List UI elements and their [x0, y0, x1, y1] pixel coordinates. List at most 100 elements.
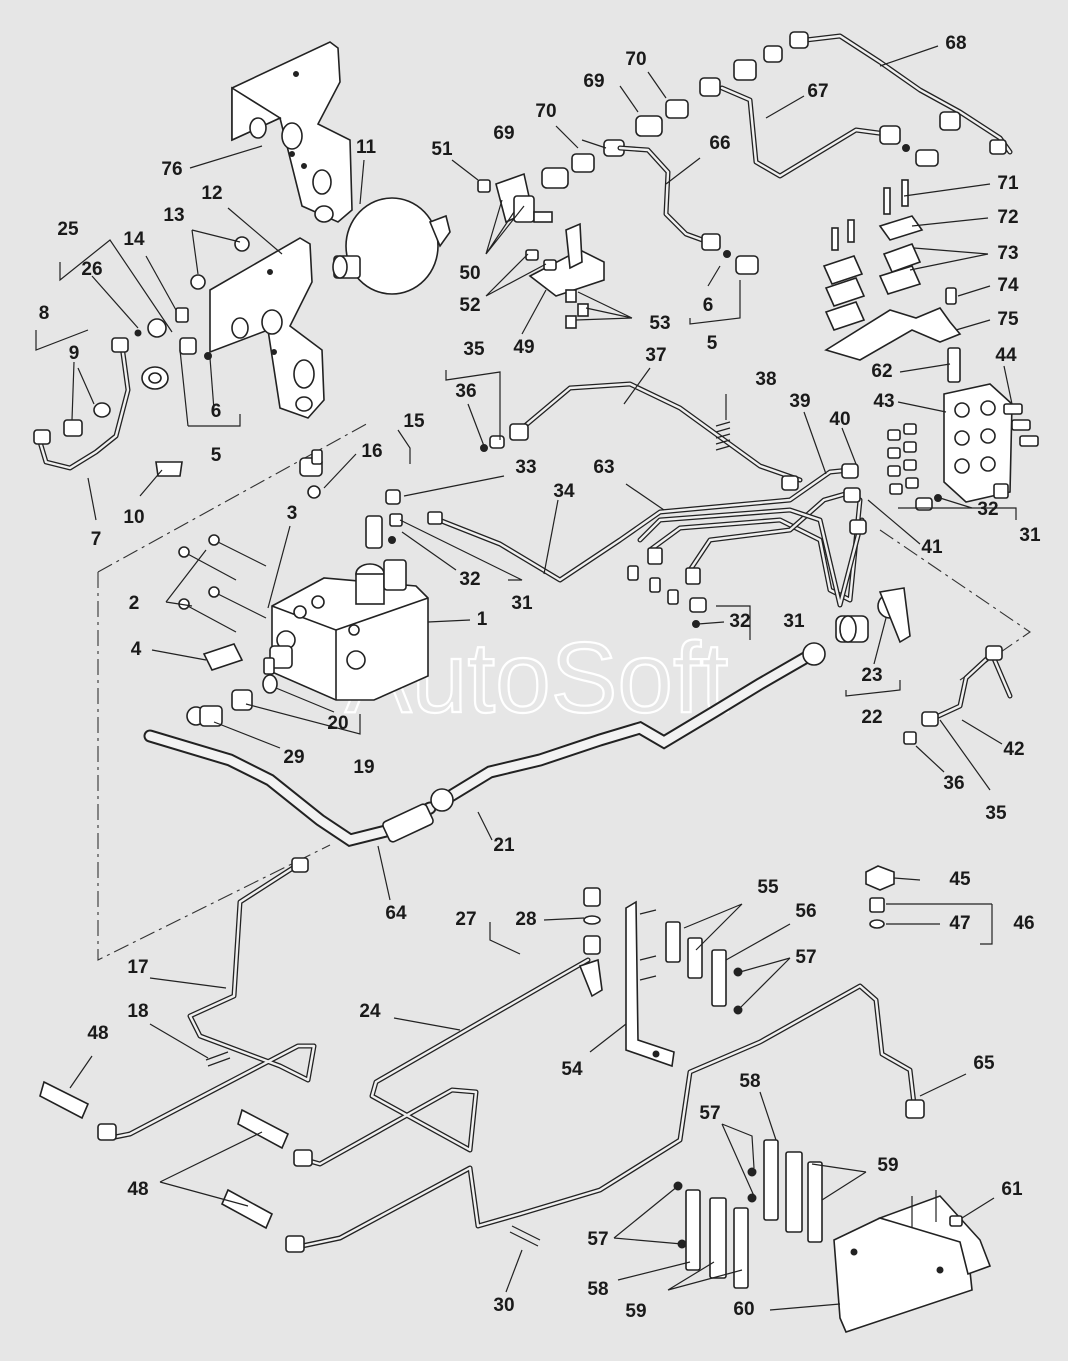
parts-drawing [33, 31, 1039, 1333]
bracket-76 [231, 41, 353, 223]
label-39: 39 [789, 391, 810, 412]
pipe-21 [430, 642, 826, 812]
label-43: 43 [873, 391, 894, 412]
label-31a: 31 [511, 593, 533, 614]
label-42: 42 [1003, 739, 1024, 760]
label-65: 65 [973, 1053, 995, 1074]
label-48b: 48 [127, 1179, 148, 1200]
pipe-bundle-34-63 [427, 463, 867, 628]
fittings-27-28 [583, 887, 601, 955]
label-70a: 70 [535, 101, 556, 122]
callout-labels: 1 2 3 4 5 5 6 6 7 8 9 10 11 12 13 14 15 … [39, 33, 1041, 1322]
fittings-66-70 [541, 99, 759, 275]
clips-55-57 [665, 921, 743, 1015]
label-63: 63 [593, 457, 614, 478]
bracket-group-71-75 [822, 179, 962, 383]
label-73: 73 [997, 243, 1018, 264]
label-40: 40 [829, 409, 850, 430]
label-62: 62 [871, 361, 892, 382]
label-75: 75 [997, 309, 1019, 330]
label-72: 72 [997, 207, 1018, 228]
label-1: 1 [477, 609, 488, 630]
label-13: 13 [163, 205, 184, 226]
label-35a: 35 [463, 339, 485, 360]
label-56: 56 [795, 901, 816, 922]
label-49: 49 [513, 337, 534, 358]
springs-18-30 [205, 1051, 541, 1247]
clamp-group-49-53 [477, 172, 605, 329]
label-17: 17 [127, 957, 148, 978]
label-76: 76 [161, 159, 182, 180]
bolts-2-3 [178, 534, 267, 633]
sensor-4 [202, 643, 244, 671]
label-41: 41 [921, 537, 943, 558]
label-24: 24 [359, 1001, 381, 1022]
label-55: 55 [757, 877, 779, 898]
label-34: 34 [553, 481, 575, 502]
label-21: 21 [493, 835, 515, 856]
label-3: 3 [287, 503, 298, 524]
label-44: 44 [995, 345, 1017, 366]
label-67: 67 [807, 81, 828, 102]
label-31c: 31 [1019, 525, 1041, 546]
valve-body-1 [263, 559, 429, 701]
label-38: 38 [755, 369, 776, 390]
spring-38 [715, 421, 731, 451]
pipe-37 [480, 381, 803, 483]
label-9: 9 [69, 343, 80, 364]
label-10: 10 [123, 507, 144, 528]
label-58b: 58 [587, 1279, 608, 1300]
label-25: 25 [57, 219, 79, 240]
clips-57-59-lower [673, 1139, 823, 1289]
label-61: 61 [1001, 1179, 1023, 1200]
label-60: 60 [733, 1299, 754, 1320]
label-6b: 6 [703, 295, 714, 316]
label-53: 53 [649, 313, 670, 334]
label-31b: 31 [783, 611, 805, 632]
label-14: 14 [123, 229, 145, 250]
label-69b: 69 [583, 71, 604, 92]
pipe-7 [33, 337, 131, 471]
label-30: 30 [493, 1295, 514, 1316]
label-47: 47 [949, 913, 970, 934]
label-37: 37 [645, 345, 666, 366]
label-29: 29 [283, 747, 304, 768]
label-57c: 57 [587, 1229, 608, 1250]
small-fittings-left [134, 307, 212, 477]
label-52: 52 [459, 295, 480, 316]
label-12: 12 [201, 183, 222, 204]
label-20: 20 [327, 713, 348, 734]
bracket-60 [833, 1190, 992, 1333]
leader-lines [35, 45, 1017, 1311]
label-68: 68 [945, 33, 966, 54]
label-27: 27 [455, 909, 476, 930]
label-36b: 36 [943, 773, 964, 794]
label-8: 8 [39, 303, 50, 324]
label-18: 18 [127, 1001, 148, 1022]
label-48a: 48 [87, 1023, 108, 1044]
hose-64 [143, 729, 437, 848]
label-70b: 70 [625, 49, 646, 70]
label-26: 26 [81, 259, 102, 280]
label-54: 54 [561, 1059, 583, 1080]
label-35b: 35 [985, 803, 1007, 824]
label-5a: 5 [211, 445, 222, 466]
label-33: 33 [515, 457, 536, 478]
label-58a: 58 [739, 1071, 760, 1092]
accumulator-11 [332, 197, 451, 295]
small-fittings-40 [887, 423, 942, 511]
nut-45-47 [865, 865, 895, 929]
label-32a: 32 [459, 569, 480, 590]
pipe-42 [903, 645, 1013, 745]
label-57a: 57 [795, 947, 816, 968]
valve-block-43 [943, 383, 1039, 503]
label-16: 16 [361, 441, 382, 462]
label-7: 7 [91, 529, 102, 550]
label-32b: 32 [729, 611, 750, 632]
label-28: 28 [515, 909, 536, 930]
label-64: 64 [385, 903, 407, 924]
bracket-54 [625, 900, 675, 1068]
label-74: 74 [997, 275, 1019, 296]
label-4: 4 [131, 639, 142, 660]
